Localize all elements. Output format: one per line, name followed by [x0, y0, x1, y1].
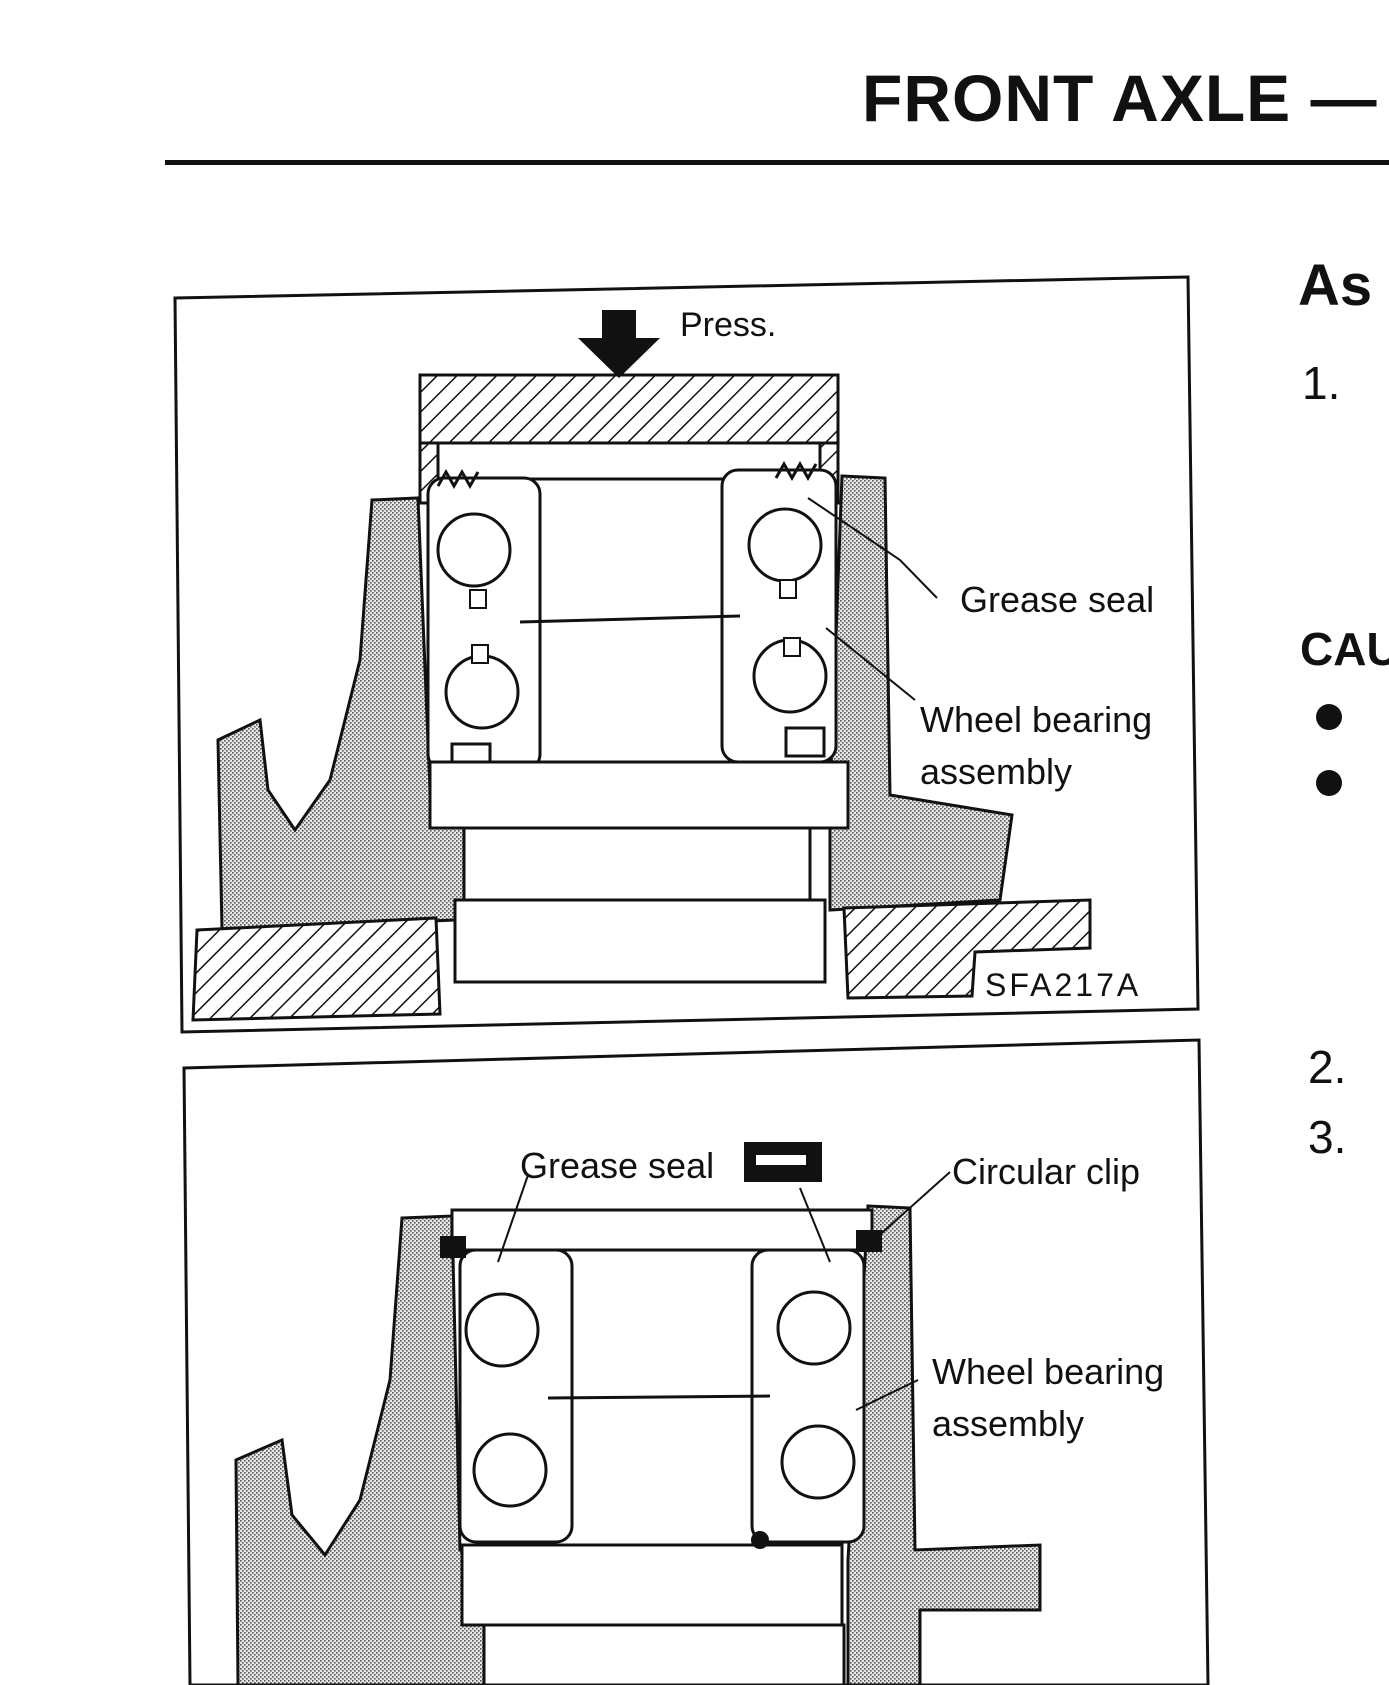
circular-clip-left: [440, 1236, 466, 1258]
hub-shaft: [462, 826, 812, 902]
grease-seal-right: [774, 460, 818, 482]
grease-seal-left: [436, 468, 480, 490]
bearing-ball: [780, 1424, 856, 1500]
hub-shaft-2: [460, 1543, 844, 1627]
bearing-ball: [776, 1290, 852, 1366]
grease-seal-leader: [807, 497, 938, 599]
figure-code: SFA217A: [985, 967, 1141, 1003]
press-arrow-icon: [578, 310, 660, 378]
page-title: FRONT AXLE —: [862, 61, 1378, 135]
bearing-ball: [444, 654, 520, 730]
wheel-bearing-label-2-line2: assembly: [932, 1403, 1084, 1444]
circular-clip-right: [856, 1230, 882, 1252]
wheel-bearing-label-line2: assembly: [920, 751, 1072, 792]
bearing-ball: [464, 1292, 540, 1368]
bullet-icon: [1316, 704, 1342, 730]
bearing-ball: [472, 1432, 548, 1508]
circular-clip-label: Circular clip: [952, 1151, 1140, 1192]
bullet-icon: [1316, 770, 1342, 796]
grease-seal-label-2: Grease seal: [520, 1145, 714, 1186]
bearing-ball: [436, 512, 512, 588]
grease-seal-label: Grease seal: [960, 579, 1154, 620]
step-number-2: 2.: [1308, 1041, 1347, 1093]
caution-heading: CAU: [1300, 623, 1389, 675]
wheel-bearing-leader: [825, 627, 916, 701]
section-heading: As: [1298, 253, 1373, 318]
wheel-bearing-label-line1: Wheel bearing: [920, 699, 1152, 740]
step-number-1: 1.: [1302, 357, 1341, 409]
bearing-outer-ring: [428, 760, 850, 830]
bearing-top-2: [450, 1208, 874, 1252]
hub-base-2: [482, 1623, 846, 1685]
press-label: Press.: [680, 306, 776, 344]
support-block-left: [191, 916, 442, 1022]
bearing-marker-dot: [751, 1531, 769, 1549]
knuckle-left-2: [234, 1214, 507, 1685]
support-block-right: [842, 898, 1092, 1000]
wheel-bearing-label-2-line1: Wheel bearing: [932, 1351, 1164, 1392]
knuckle-right-2: [846, 1204, 1042, 1685]
press-tool: [418, 373, 840, 445]
header-rule: [165, 160, 1389, 165]
bearing-ball: [747, 507, 823, 583]
step-number-3: 3.: [1308, 1111, 1347, 1163]
hub-base: [453, 898, 827, 984]
